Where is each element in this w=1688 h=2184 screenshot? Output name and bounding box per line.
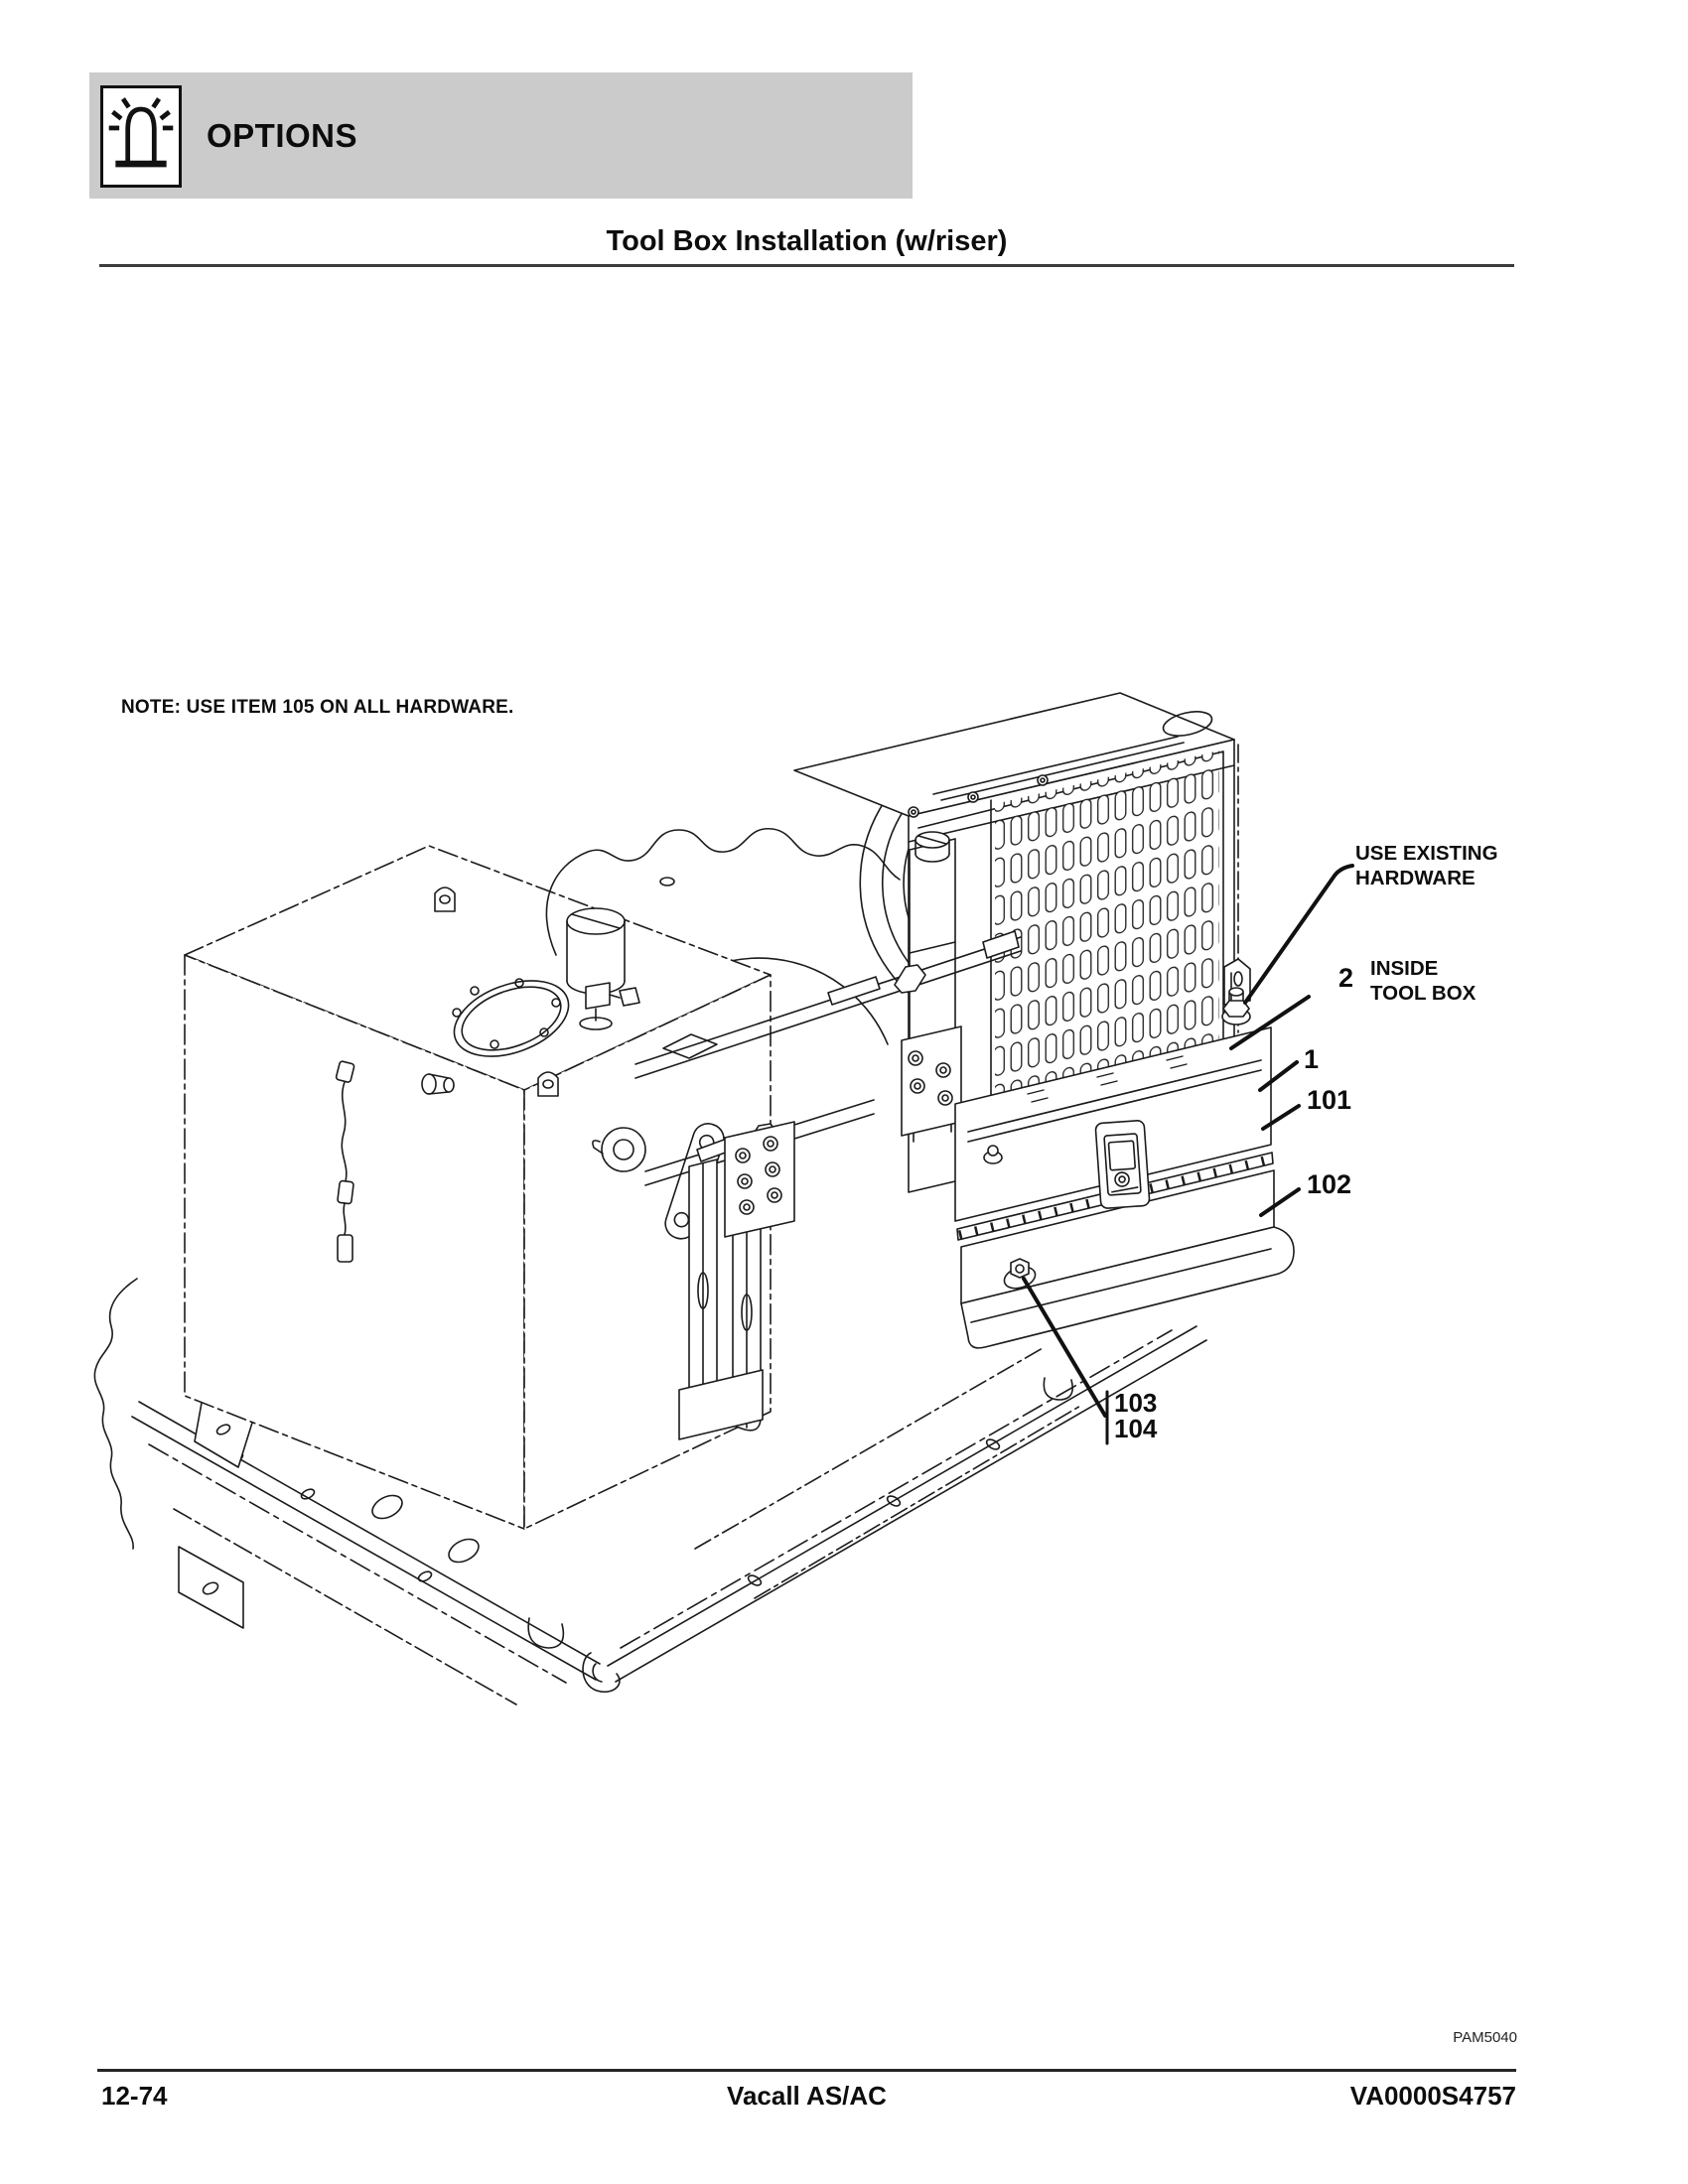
tank-level-sensor-cable (335, 1060, 455, 1263)
truck-frame-drawing (93, 1278, 1207, 1706)
callout-item-103-104: 103 104 (1114, 1390, 1157, 1441)
tank-manhole-cover (453, 980, 570, 1057)
hose-ferrule (827, 976, 881, 1006)
section-header-band: OPTIONS (89, 72, 913, 199)
frame-clip (1043, 1377, 1073, 1401)
callout-item-101: 101 (1307, 1085, 1352, 1115)
page-number: 12-74 (101, 2081, 168, 2111)
riser-bracket-drawing (678, 1025, 962, 1440)
page-title: Tool Box Installation (w/riser) (606, 225, 1008, 257)
footer-rule (97, 2069, 1516, 2072)
tank-top-pad (662, 1033, 718, 1059)
callout-line: 104 (1114, 1414, 1158, 1443)
oil-cooler-drawing (793, 692, 1239, 1193)
leader-item-1 (1258, 1060, 1299, 1092)
callout-item-102: 102 (1307, 1169, 1352, 1199)
callout-item-1: 1 (1304, 1044, 1320, 1074)
cooler-top-bolts (908, 774, 1049, 818)
cooler-surge-tank (909, 831, 956, 1064)
leader-item-101 (1261, 1104, 1301, 1131)
frame-corner-hook (582, 1652, 621, 1693)
toolbox-stiffener (967, 1059, 1262, 1143)
toolbox-lip (960, 1226, 1295, 1349)
hose-elbow (982, 930, 1020, 959)
tank-lifting-eyes (434, 877, 675, 1097)
callout-inside-tool-box: INSIDE TOOL BOX (1370, 956, 1476, 1006)
riser-plate (901, 1025, 962, 1137)
title-rule (99, 264, 1514, 267)
riser-foot (678, 1369, 764, 1440)
riser-bolt-plate (724, 1121, 795, 1238)
toolbox-installation-drawing (93, 692, 1354, 1706)
footer-model: Vacall AS/AC (727, 2081, 887, 2111)
leader-use-existing-hardware (1243, 864, 1354, 1005)
beacon-rays (108, 97, 174, 131)
use-existing-hardware-bolt (1221, 958, 1251, 1025)
tool-box-drawing (954, 1026, 1295, 1349)
toolbox-latch (1094, 1120, 1151, 1209)
leader-item-102 (1259, 1187, 1301, 1217)
leader-lines (1022, 864, 1354, 1445)
tank-sight-glass (592, 1127, 646, 1172)
callout-line: HARDWARE (1355, 867, 1476, 889)
cooler-top-hole (1162, 711, 1213, 737)
footer-document-number: VA0000S4757 (1349, 2081, 1516, 2111)
callout-item-2: 2 (1338, 963, 1354, 993)
tank-breather-cap (566, 907, 640, 1030)
toolbox-mount-bolt (983, 1145, 1003, 1164)
callout-line: 103 (1114, 1388, 1158, 1418)
figure-code: PAM5040 (1453, 2029, 1517, 2046)
toolbox-phantom-ticks (1027, 1055, 1188, 1103)
section-title: OPTIONS (207, 117, 358, 154)
leader-item-103-104 (1022, 1277, 1107, 1418)
riser-bolts (735, 1136, 782, 1215)
frame-break-line (93, 1278, 138, 1550)
beacon-dome (125, 106, 157, 165)
callout-line: INSIDE (1370, 957, 1439, 980)
callout-line: USE EXISTING (1355, 842, 1498, 865)
hose-bundle-outline (545, 828, 901, 956)
note-text: NOTE: USE ITEM 105 ON ALL HARDWARE. (121, 697, 514, 718)
leader-item-2 (1229, 995, 1311, 1050)
cooler-grille (995, 751, 1219, 1094)
callout-line: TOOL BOX (1370, 982, 1477, 1005)
callout-use-existing-hardware: USE EXISTING HARDWARE (1355, 841, 1498, 890)
frame-clip (527, 1617, 565, 1649)
hydraulic-tank-drawing (184, 845, 772, 1530)
frame-foot-plate (178, 1546, 244, 1629)
beacon-light-icon (100, 85, 182, 188)
manhole-bolts (452, 978, 561, 1049)
hose-hex-fitting (894, 964, 926, 994)
riser-plate-bolts (908, 1050, 953, 1106)
